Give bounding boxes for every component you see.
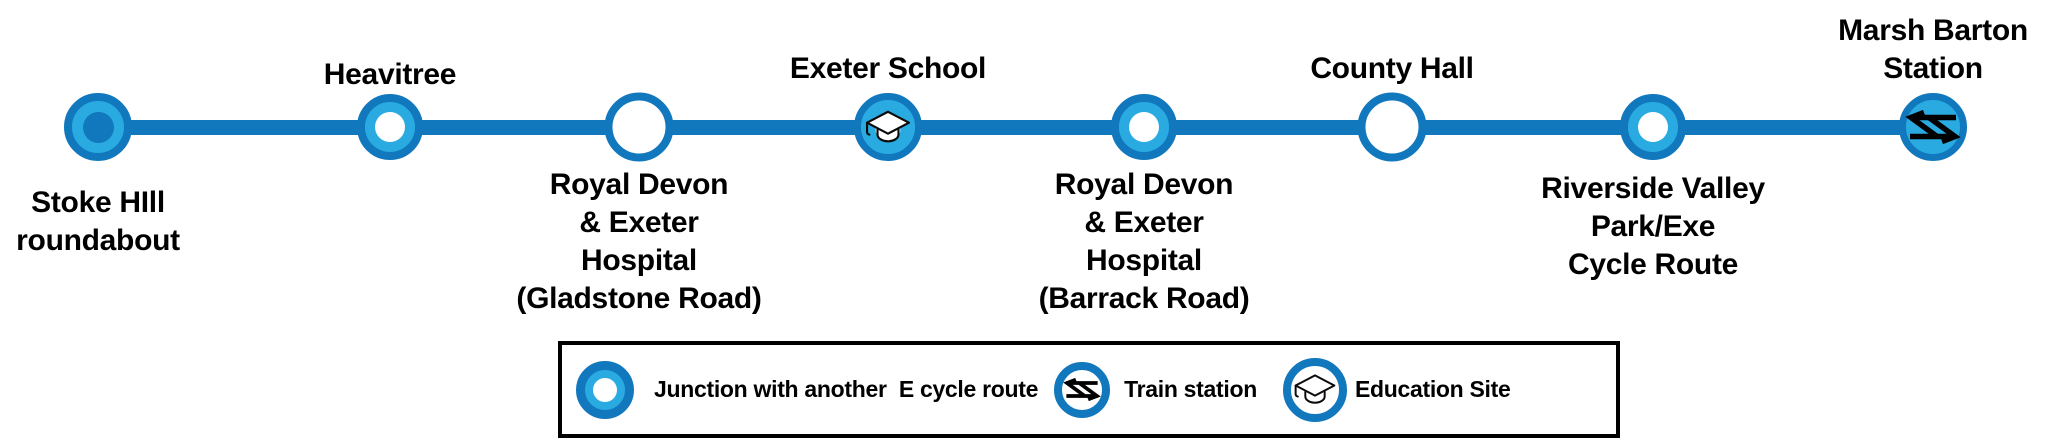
junction-marker xyxy=(1111,94,1177,160)
terminus-marker xyxy=(64,93,132,161)
junction-dot-icon xyxy=(1129,112,1159,142)
legend-label-train-station: Train station xyxy=(1124,376,1257,402)
stop-label: Royal Devon & Exeter Hospital (Barrack R… xyxy=(1038,168,1250,315)
junction-dot-icon xyxy=(593,377,617,402)
graduation-cap-icon xyxy=(1294,374,1336,404)
legend-label-education-site: Education Site xyxy=(1354,376,1511,402)
stop-marker xyxy=(604,92,674,162)
stop-label: Heavitree xyxy=(323,58,457,91)
stop-label: Marsh Barton Station xyxy=(1838,14,2028,85)
stop-label: County Hall xyxy=(1310,52,1474,85)
national-rail-double-arrow-icon xyxy=(1063,377,1101,402)
junction-dot-icon xyxy=(375,112,405,142)
train-station-marker xyxy=(1899,93,1967,161)
legend-label-junction: Junction with another E cycle route xyxy=(654,376,1039,402)
stop-label: Exeter School xyxy=(789,52,987,85)
national-rail-double-arrow-icon xyxy=(1905,109,1961,145)
education-site-marker xyxy=(854,93,922,161)
train-station-icon xyxy=(1054,361,1111,418)
education-site-icon xyxy=(1282,357,1347,422)
stop-label: Royal Devon & Exeter Hospital (Gladstone… xyxy=(516,168,762,315)
stop-marker xyxy=(1357,92,1427,162)
legend: Junction with another E cycle route Trai… xyxy=(558,341,1620,438)
junction-marker xyxy=(357,94,423,160)
route-line xyxy=(98,120,1934,135)
terminus-dot-icon xyxy=(82,111,114,143)
junction-marker xyxy=(1620,94,1686,160)
stop-label: Riverside Valley Park/Exe Cycle Route xyxy=(1541,172,1765,281)
junction-dot-icon xyxy=(1638,112,1668,142)
graduation-cap-icon xyxy=(865,110,911,143)
junction-icon xyxy=(576,360,634,419)
stop-label: Stoke HIll roundabout xyxy=(16,186,180,257)
